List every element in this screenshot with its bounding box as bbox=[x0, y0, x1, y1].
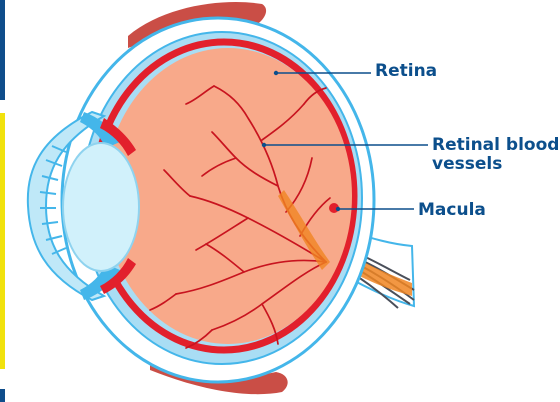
retinal-blood-vessels-leader-dot bbox=[262, 143, 266, 147]
retina-label: Retina bbox=[375, 62, 437, 81]
lens bbox=[63, 143, 139, 271]
retina-leader-dot bbox=[274, 71, 278, 75]
retinal-blood-vessels-label: Retinal blood vessels bbox=[432, 136, 559, 174]
macula-label: Macula bbox=[418, 201, 486, 220]
macula-leader-dot bbox=[336, 207, 340, 211]
